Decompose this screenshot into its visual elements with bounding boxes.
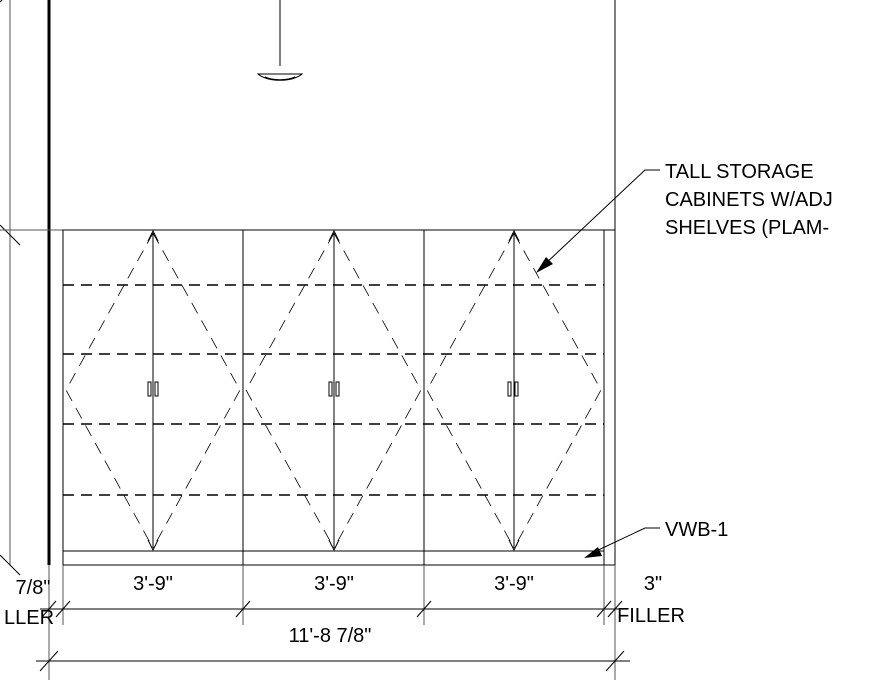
cabinet-3-width: 3'-9": [494, 573, 534, 595]
storage-note-line-3: SHELVES (PLAM-: [665, 217, 829, 239]
dimension-tick: [605, 650, 625, 672]
storage-note-leader: [536, 169, 660, 273]
left-filler-label: LLER: [4, 607, 54, 629]
door-swing-cabinet-3: [426, 229, 602, 552]
dimension-tick: [55, 600, 71, 618]
dimension-tick: [416, 600, 432, 618]
storage-note-line-1: TALL STORAGE: [665, 161, 814, 183]
dimension-tick: [39, 650, 59, 672]
dimension-tick: [0, 224, 21, 246]
overall-width: 11'-8 7/8": [289, 625, 372, 647]
left-vertical-dimension: [0, 0, 21, 576]
cabinet-1-width: 3'-9": [133, 573, 173, 595]
storage-note-line-2: CABINETS W/ADJ: [665, 189, 833, 211]
door-swing-cabinet-1: [65, 229, 241, 552]
door-swing-cabinet-2: [245, 229, 422, 552]
pendant-light-fixture: [256, 0, 304, 81]
right-filler-label: FILLER: [617, 605, 685, 627]
right-filler-size: 3": [644, 573, 662, 595]
tall-storage-cabinets: [62, 229, 615, 566]
left-filler-size: 7/8": [16, 577, 51, 599]
dimension-tick: [0, 554, 21, 576]
cabinet-2-width: 3'-9": [314, 573, 354, 595]
base-note-label: VWB-1: [665, 519, 728, 541]
dimension-tick: [235, 600, 251, 618]
bottom-dimensions: [36, 565, 630, 680]
base-note-leader: [584, 527, 660, 558]
dimension-tick: [41, 600, 57, 618]
dimension-tick: [607, 600, 623, 618]
dimension-tick: [596, 600, 612, 618]
